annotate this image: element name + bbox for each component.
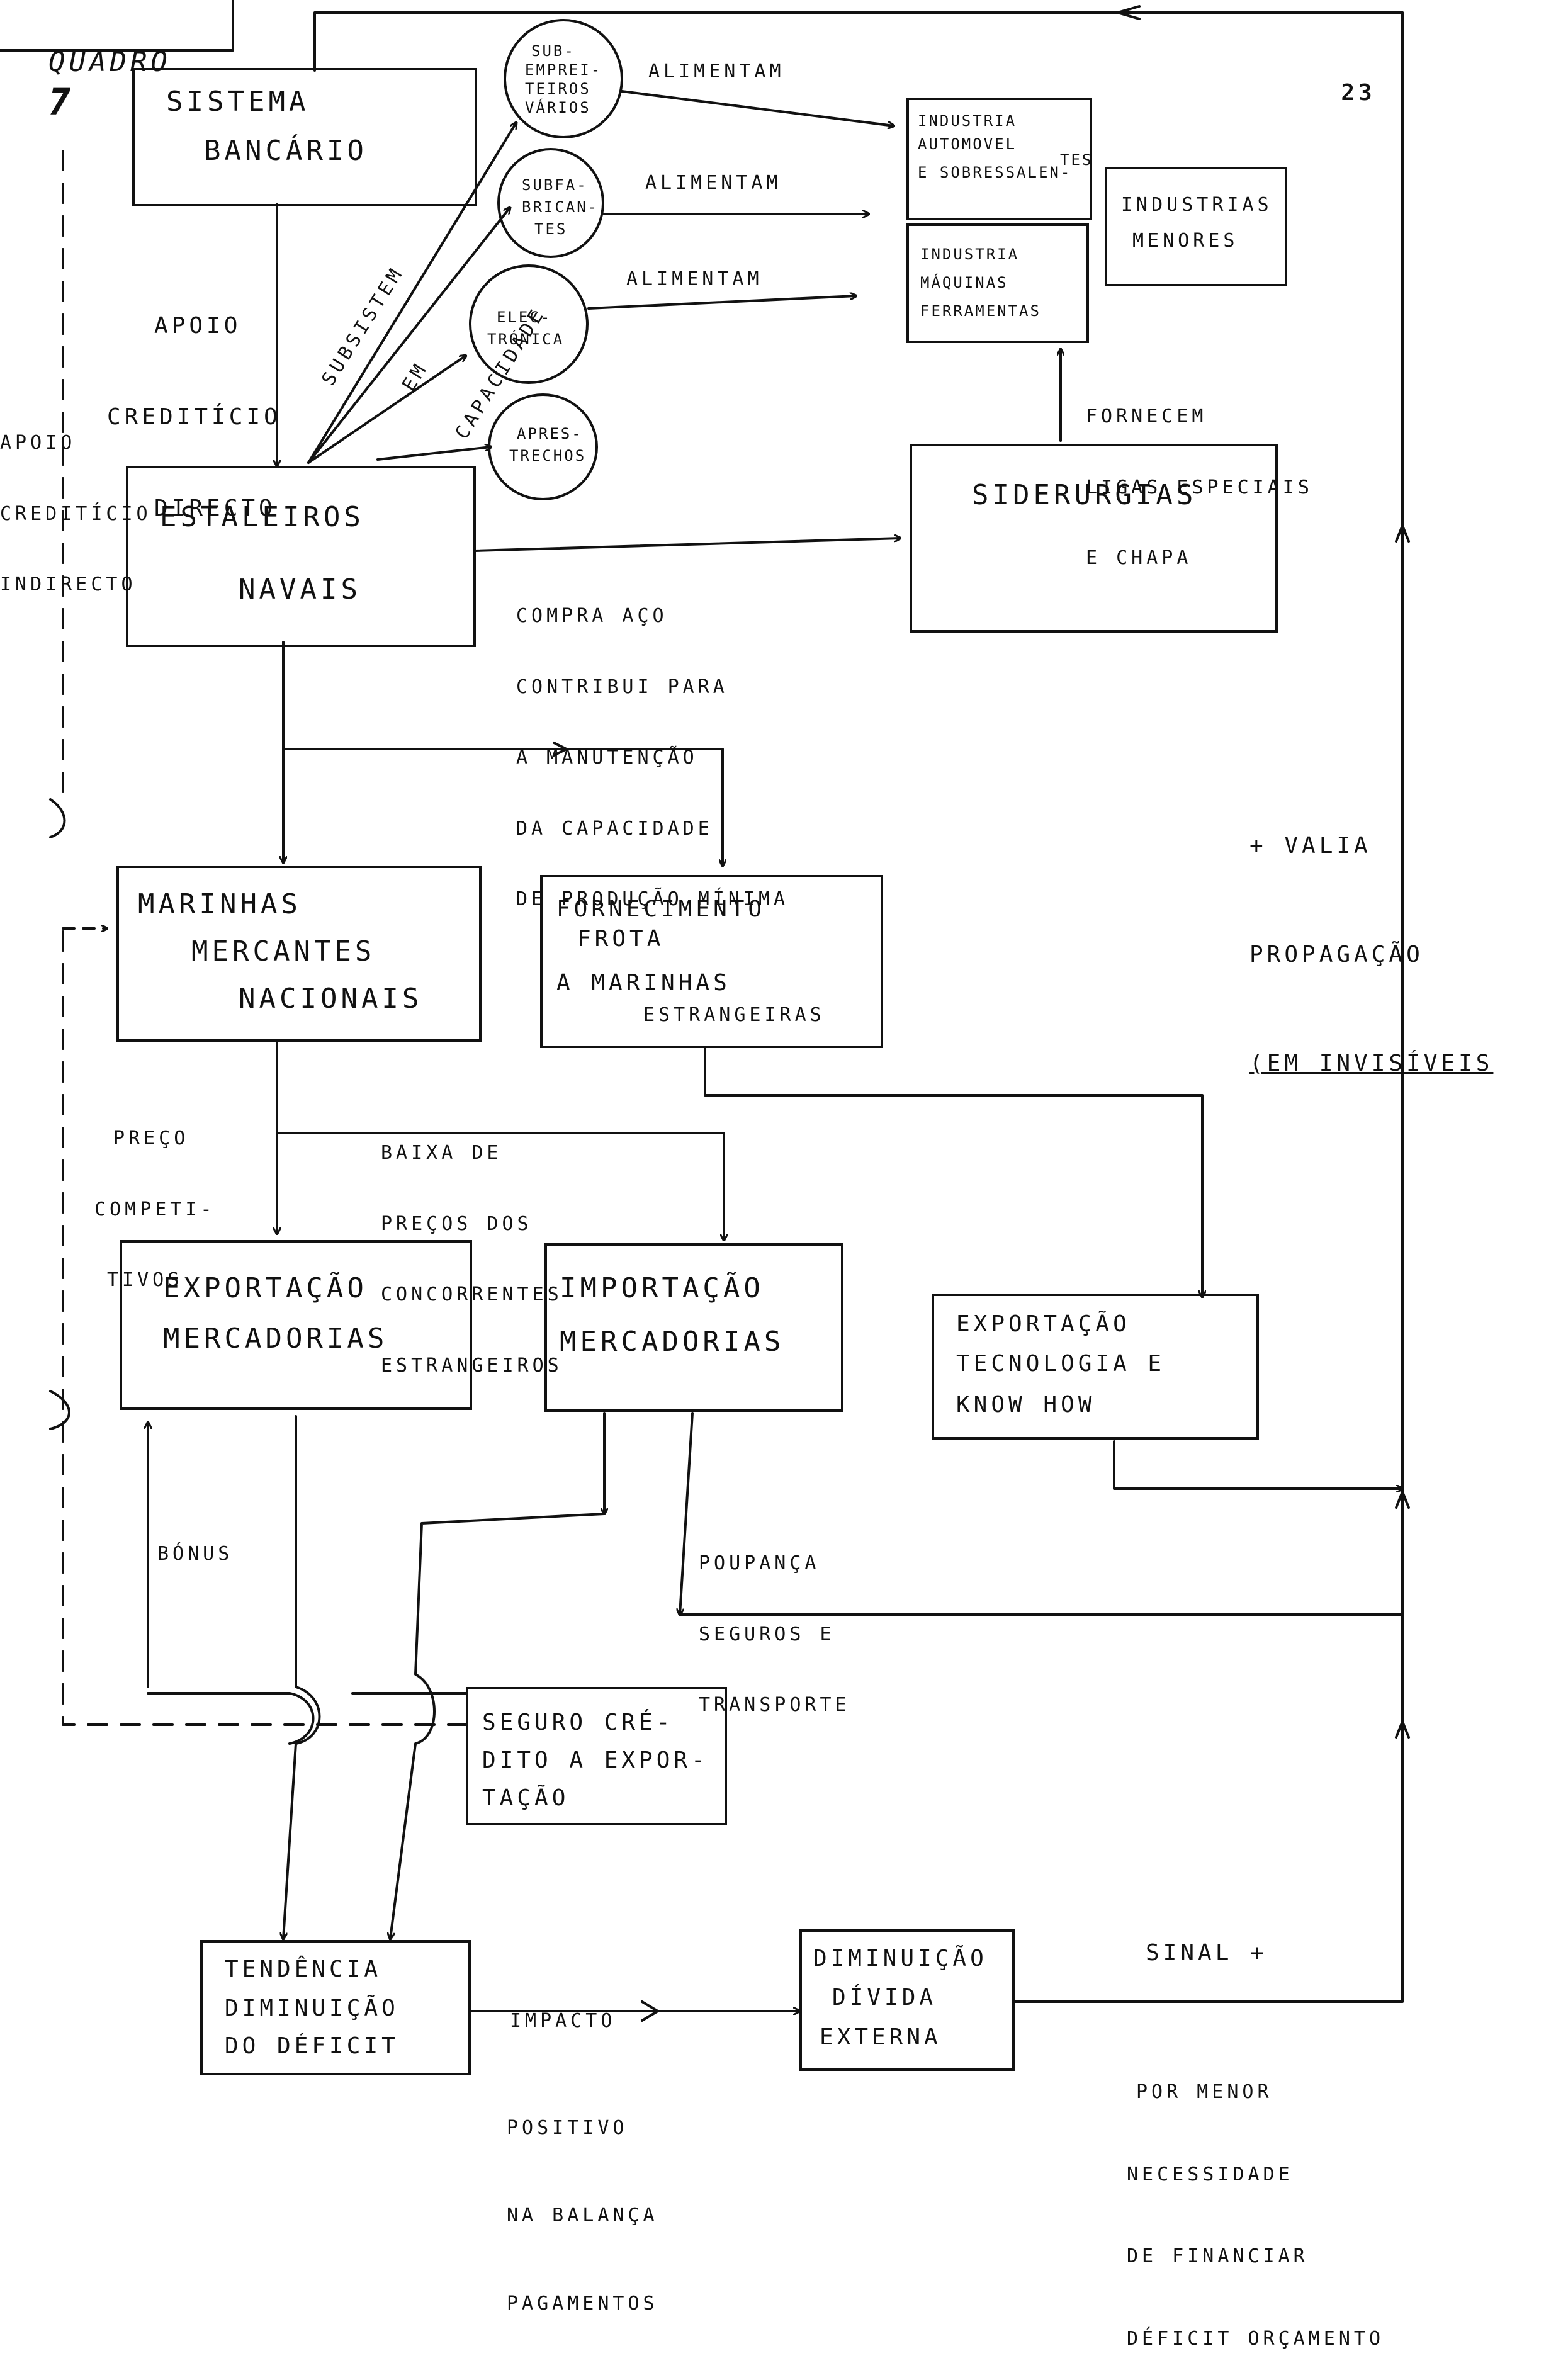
feedback-right-line	[1013, 11, 1404, 2003]
feedback-top-line	[313, 11, 1404, 72]
label-sinal: SINAL +	[1146, 1940, 1268, 1966]
node-label: MARINHAS	[138, 888, 302, 920]
node-label: BRICAN-	[522, 198, 599, 216]
node-label: FORNECIMENTO	[556, 896, 766, 922]
node-siderurgias: SIDERURGIAS	[910, 444, 1278, 633]
node-label: SEGURO CRÉ-	[482, 1710, 674, 1735]
label-por-menor: POR MENOR NECESSIDADE DE FINANCIAR DÉFIC…	[1127, 2081, 1385, 2350]
node-label: ESTALEIROS	[160, 501, 364, 533]
node-fornecimento-frota: FORNECIMENTO FROTA A MARINHAS ESTRANGEIR…	[540, 875, 883, 1048]
node-label: VÁRIOS	[525, 99, 591, 116]
node-exportacao-tecnologia: EXPORTAÇÃO TECNOLOGIA E KNOW HOW	[932, 1294, 1259, 1440]
node-label: APRES-	[517, 425, 583, 443]
node-label: MERCANTES	[191, 935, 376, 967]
node-label: NACIONAIS	[239, 983, 423, 1015]
node-label: DIMINUIÇÃO	[813, 1946, 988, 1971]
node-label: EXPORTAÇÃO	[956, 1311, 1131, 1337]
node-label: A MARINHAS	[556, 970, 731, 996]
node-exportacao-mercadorias: EXPORTAÇÃO MERCADORIAS	[120, 1240, 472, 1410]
node-label: MERCADORIAS	[163, 1323, 388, 1355]
node-industrias-menores: INDUSTRIAS MENORES	[1105, 167, 1287, 286]
node-label: E SOBRESSALEN-	[918, 164, 1072, 181]
node-label: TENDÊNCIA	[225, 1956, 382, 1982]
node-label: IMPORTAÇÃO	[560, 1272, 764, 1304]
node-marinhas-mercantes: MARINHAS MERCANTES NACIONAIS	[116, 866, 482, 1042]
node-label: NAVAIS	[239, 573, 361, 606]
label-impacto: IMPACTO POSITIVO NA BALANÇA PAGAMENTOS	[507, 2010, 658, 2315]
page-mark: 23	[1341, 80, 1376, 106]
node-label: FERRAMENTAS	[920, 302, 1041, 320]
node-estaleiros-navais: ESTALEIROS NAVAIS	[126, 466, 476, 647]
node-label: SISTEMA	[166, 86, 310, 118]
node-diminuicao-divida: DIMINUIÇÃO DÍVIDA EXTERNA	[799, 1929, 1015, 2071]
node-label: INDUSTRIA	[918, 112, 1017, 130]
node-label: TRÓNICA	[487, 330, 565, 348]
node-seguro-credito: SEGURO CRÉ- DITO A EXPOR- TAÇÃO	[466, 1687, 727, 1825]
label-precos-competitivos: PREÇO COMPETI- TIVOS	[94, 1127, 216, 1291]
label-bonus: BÓNUS	[157, 1543, 234, 1565]
label-compra-aco: COMPRA AÇO CONTRIBUI PARA A MANUTENÇÃO D…	[516, 605, 789, 910]
node-label: SUB-	[531, 42, 575, 60]
flow-diagram: QUADRO 7 23 SISTEMA BANCÁRIO ESTALEIROS …	[0, 0, 1494, 2350]
label-alimentam-1: ALIMENTAM	[648, 60, 785, 82]
node-tendencia-deficit: TENDÊNCIA DIMINUIÇÃO DO DÉFICIT	[200, 1940, 471, 2075]
node-subempreiteiros: SUB- EMPREI- TEIROS VÁRIOS	[504, 19, 623, 138]
label-fornecem: FORNECEM LIGAS ESPECIAIS E CHAPA	[1086, 405, 1313, 569]
node-industria-maquinas: INDUSTRIA MÁQUINAS FERRAMENTAS	[906, 223, 1089, 343]
title-number: 7	[48, 81, 74, 123]
node-label: INDUSTRIA	[920, 245, 1020, 263]
node-label: DÍVIDA	[832, 1985, 937, 2011]
node-label: FROTA	[577, 926, 665, 952]
header-frame	[0, 0, 234, 52]
node-label: MÁQUINAS	[920, 274, 1008, 291]
node-label: DIMINUIÇÃO	[225, 1995, 399, 2021]
label-baixa-precos: BAIXA DE PREÇOS DOS CONCORRENTES ESTRANG…	[381, 1142, 563, 1377]
feedback-top-arrow	[1116, 5, 1141, 20]
diagram-title: QUADRO 7	[8, 10, 171, 125]
node-label: TEIROS	[525, 80, 591, 98]
label-alimentam-3: ALIMENTAM	[626, 268, 763, 290]
node-label: EXPORTAÇÃO	[163, 1272, 368, 1304]
node-label: TES	[534, 220, 568, 238]
label-mais-valia: + VALIA PROPAGAÇÃO (EM INVISÍVEIS	[1249, 833, 1494, 1076]
node-label: AUTOMOVEL	[918, 135, 1017, 153]
node-label: SUBFA-	[522, 176, 588, 194]
node-label: TRECHOS	[509, 447, 587, 465]
node-label: INDUSTRIAS	[1121, 194, 1273, 216]
node-label: BANCÁRIO	[204, 135, 368, 167]
title-text: QUADRO	[48, 46, 171, 78]
node-label: TAÇÃO	[482, 1785, 570, 1811]
node-label: DO DÉFICIT	[225, 2033, 399, 2059]
node-label: ELEC-	[497, 308, 552, 326]
node-subfabricantes: SUBFA- BRICAN- TES	[497, 148, 604, 258]
connectors-layer	[0, 0, 1410, 2022]
node-sistema-bancario: SISTEMA BANCÁRIO	[132, 68, 477, 206]
node-label: ESTRANGEIRAS	[643, 1004, 825, 1026]
node-industria-automovel: INDUSTRIA AUTOMOVEL E SOBRESSALEN- TES	[906, 98, 1092, 220]
node-importacao-mercadorias: IMPORTAÇÃO MERCADORIAS	[544, 1243, 843, 1412]
node-label: TECNOLOGIA E	[956, 1351, 1166, 1377]
label-alimentam-2: ALIMENTAM	[645, 172, 782, 194]
node-label: DITO A EXPOR-	[482, 1747, 709, 1773]
node-label: EMPREI-	[525, 61, 602, 79]
node-label: MERCADORIAS	[560, 1326, 785, 1358]
node-electronica: ELEC- TRÓNICA	[469, 264, 589, 384]
label-apoio-indirecto: APOIO CREDITÍCIO INDIRECTO	[0, 432, 152, 595]
node-label: KNOW HOW	[956, 1392, 1096, 1418]
label-poupanca: POUPANÇA SEGUROS E TRANSPORTE	[699, 1552, 850, 1716]
node-label: EXTERNA	[820, 2024, 942, 2050]
node-label: MENORES	[1132, 230, 1239, 252]
label-apoio-directo: APOIO CREDITÍCIO DIRECTO	[107, 313, 281, 521]
node-label: TES	[1060, 151, 1093, 169]
node-aprestrechos: APRES- TRECHOS	[488, 393, 598, 500]
node-label: SIDERURGIAS	[972, 479, 1197, 511]
